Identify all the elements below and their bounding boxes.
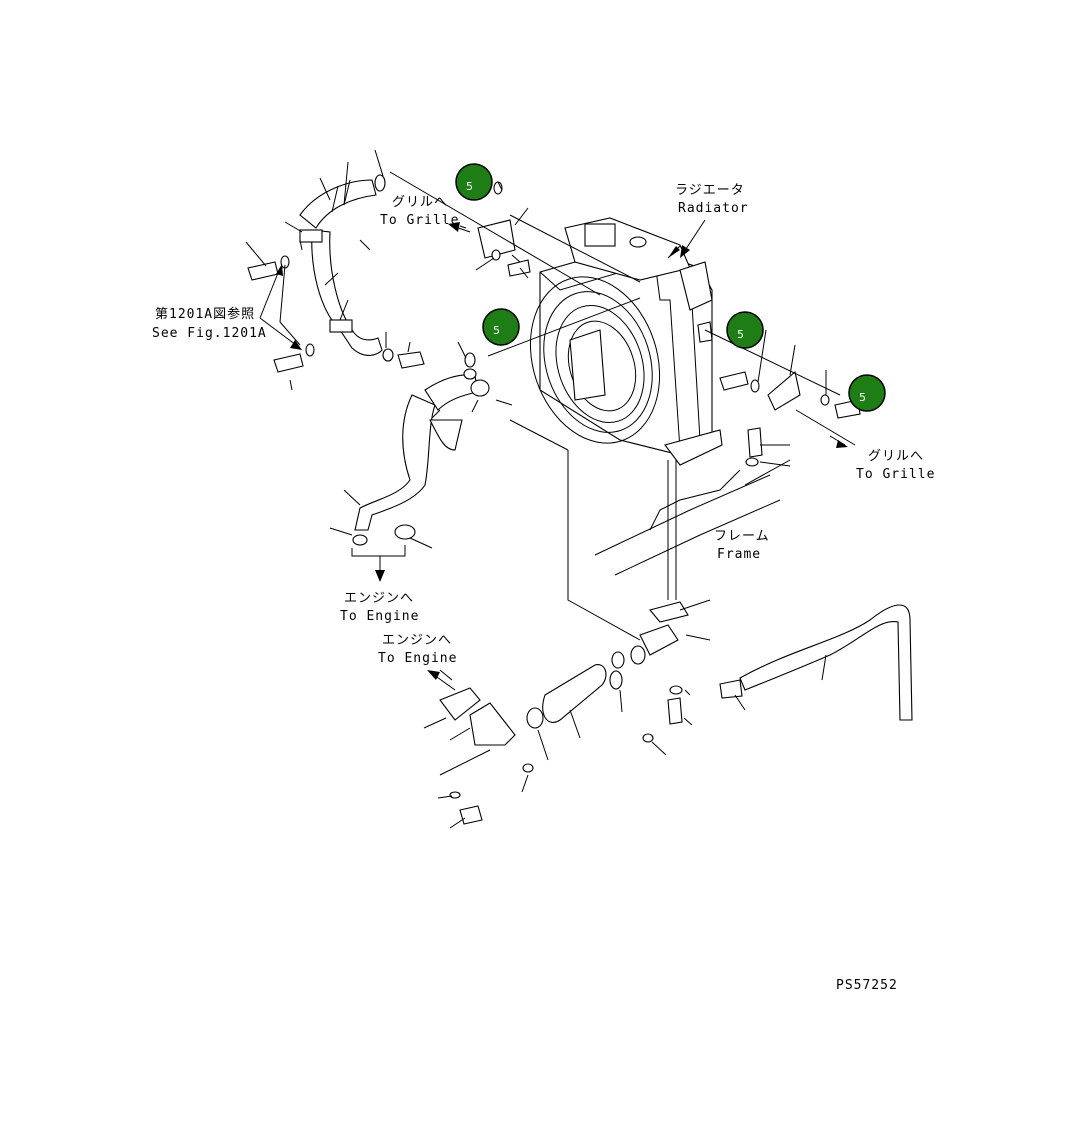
lower-hose [351,368,490,582]
callout-number: 5 [466,180,473,193]
callout-number: 5 [737,328,744,341]
engine-label-1-jp: エンジンへ [344,591,414,606]
frame-member [594,460,781,600]
engine-label-1-en: To Engine [340,609,419,624]
see-fig-label-jp: 第1201A図参照 [155,306,255,322]
radiator-label-en: Radiator [678,201,749,216]
upper-hose [299,174,386,356]
see-fig-label-en: See Fig.1201A [152,326,267,341]
grille-top-label-jp: グリルへ [392,195,448,210]
leader-lines [245,149,856,829]
radiator-label-jp: ラジエータ [675,183,745,198]
grille-right-label-jp: グリルへ [868,449,924,464]
radiator-assembly [529,217,723,466]
callout-number: 5 [859,391,866,404]
grille-top-label-en: To Grille [380,213,459,228]
pointer-arrows [259,219,848,691]
frame-label-jp: フレーム [714,529,770,544]
callout-badge[interactable]: 5 [726,311,764,349]
bottom-fittings [439,419,913,825]
callout-number: 5 [493,324,500,337]
callout-badge[interactable]: 5 [482,308,520,346]
grille-right-label-en: To Grille [856,467,935,482]
callout-badge[interactable]: 5 [848,374,886,412]
engine-label-2-en: To Engine [378,651,457,666]
engine-label-2-jp: エンジンへ [382,633,452,648]
figure-code: PS57252 [836,978,898,993]
frame-label-en: Frame [717,547,761,562]
callout-badge[interactable]: 5 [455,163,493,201]
